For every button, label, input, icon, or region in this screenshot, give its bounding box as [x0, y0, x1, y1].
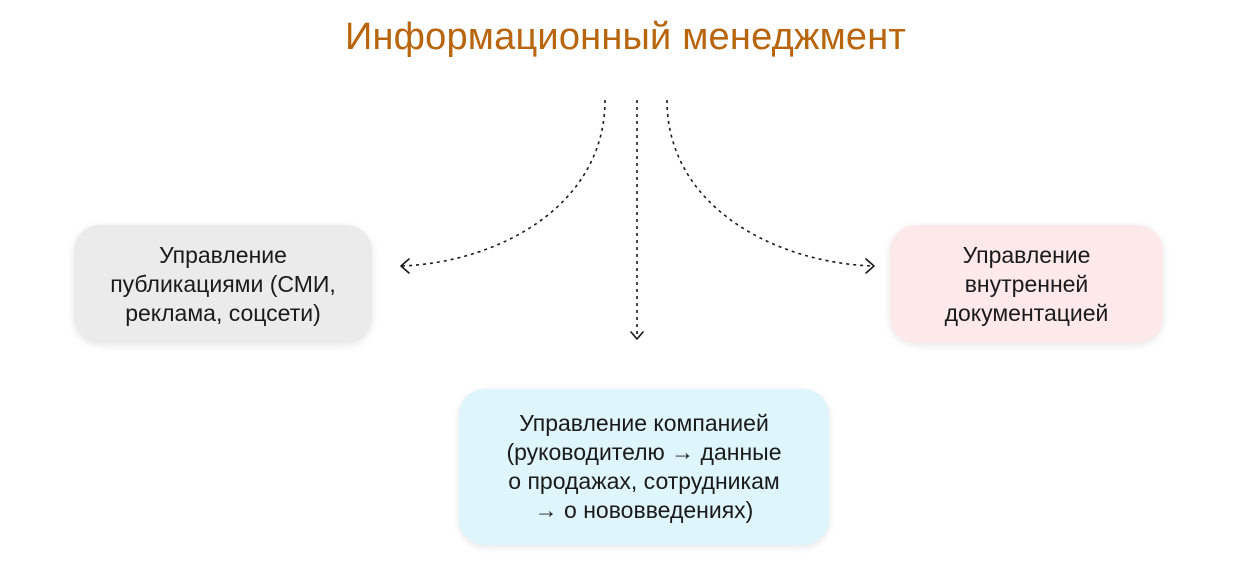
box-company-label: Управление компанией (руководителю → дан… [506, 410, 782, 523]
diagram-title: Информационный менеджмент [344, 16, 907, 58]
box-documentation-label: Управление внутренней документацией [944, 241, 1109, 326]
arrow-to-left-box [401, 99, 606, 267]
arrowheads [400, 258, 875, 340]
box-publications-label: Управление публикациями (СМИ, реклама, с… [110, 241, 336, 326]
arrowhead-right [865, 258, 875, 274]
box-company-management: Управление компанией (руководителю → дан… [459, 389, 829, 545]
arrow-to-right-box [666, 99, 873, 267]
arrowhead-left [400, 258, 410, 274]
arrowhead-bottom [630, 331, 644, 340]
box-internal-documentation: Управление внутренней документацией [890, 225, 1163, 343]
box-publications-management: Управление публикациями (СМИ, реклама, с… [74, 225, 372, 343]
dashed-connectors [401, 99, 873, 334]
